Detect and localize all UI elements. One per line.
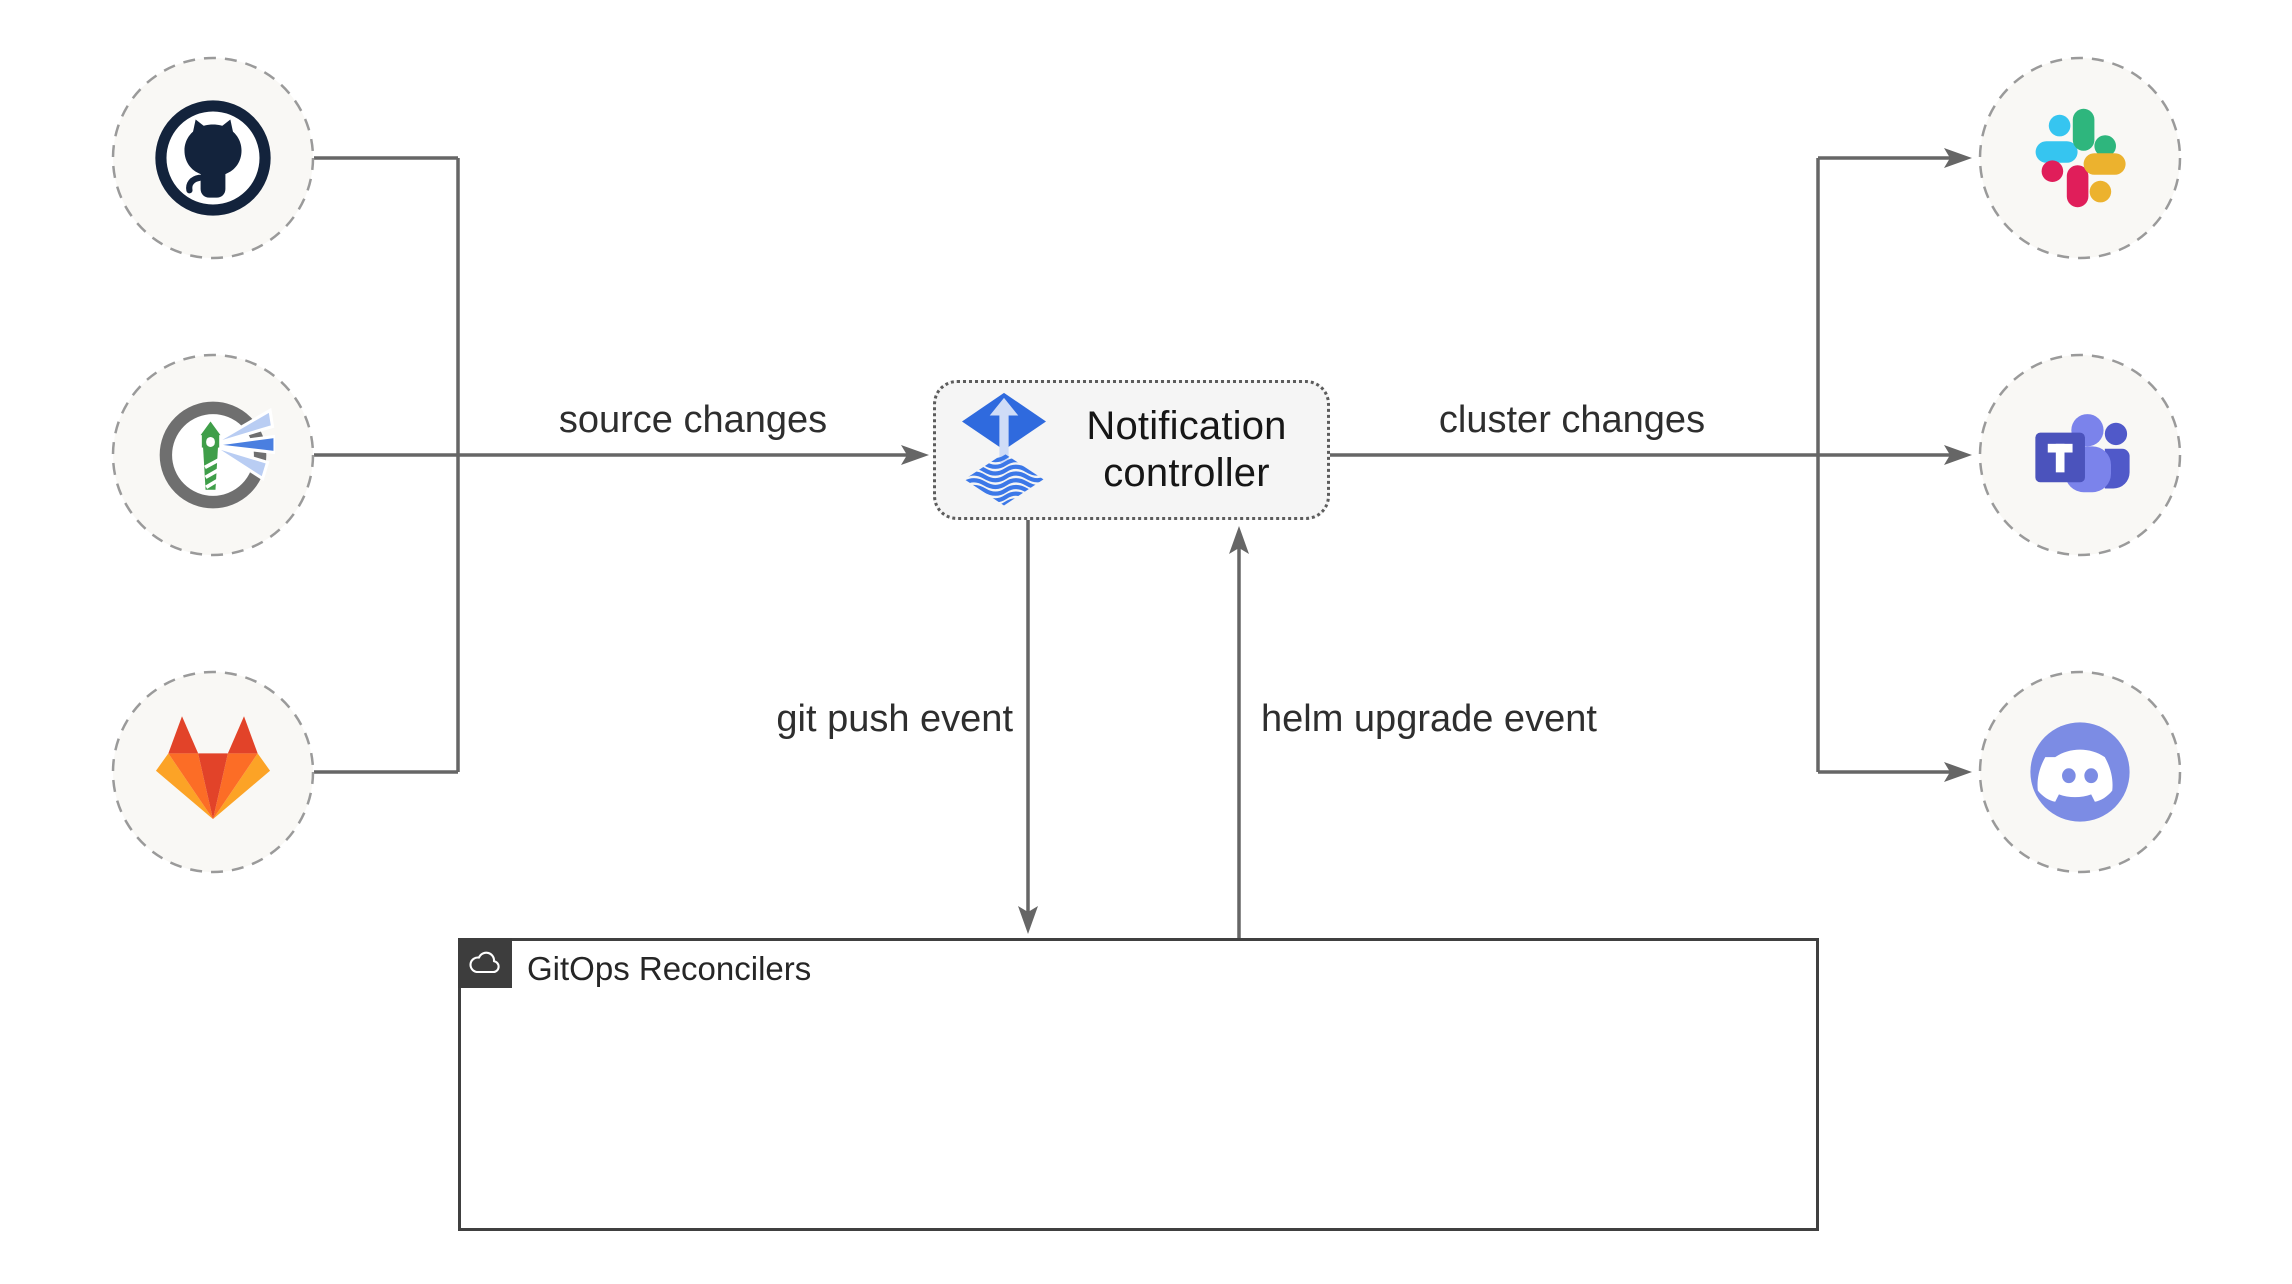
arrowhead-to-discord — [1944, 762, 1972, 782]
arrowhead-to-slack — [1944, 148, 1972, 168]
edge-label-cluster-changes: cluster changes — [1438, 399, 1706, 441]
gitlab-node — [111, 670, 315, 874]
target-connector-lines — [1330, 156, 1950, 774]
teams-node — [1978, 353, 2182, 557]
dashed-circle — [1978, 56, 2182, 260]
microsoft-teams-icon — [2035, 414, 2130, 493]
gitops-badge — [458, 938, 512, 988]
notification-controller-node: Notification controller — [933, 380, 1330, 520]
slack-node — [1978, 56, 2182, 260]
source-connector-lines — [314, 156, 907, 774]
gitops-reconcilers-group: GitOps Reconcilers Source controller Kus… — [458, 938, 1819, 1231]
edge-label-helm-upgrade-event: helm upgrade event — [1261, 698, 1597, 740]
cloud-icon — [469, 951, 500, 974]
discord-node — [1978, 670, 2182, 874]
slack-icon — [2035, 108, 2126, 208]
edge-label-source-changes: source changes — [558, 399, 828, 441]
arrowhead-into-notification — [901, 445, 929, 465]
arrowhead-helm-upgrade-up — [1229, 526, 1249, 554]
harbor-node — [111, 353, 315, 557]
gitops-reconcilers-title: GitOps Reconcilers — [527, 950, 812, 987]
gitlab-icon — [155, 716, 271, 820]
harbor-icon — [159, 401, 275, 509]
github-icon — [155, 100, 271, 216]
arrowhead-to-teams — [1944, 445, 1972, 465]
notification-controller-label: Notification controller — [1086, 403, 1287, 495]
edge-label-git-push-event: git push event — [776, 698, 1013, 740]
arrowhead-git-push-down — [1018, 906, 1038, 934]
flux-icon — [962, 391, 1046, 509]
github-node — [111, 56, 315, 260]
discord-icon — [2030, 722, 2130, 822]
